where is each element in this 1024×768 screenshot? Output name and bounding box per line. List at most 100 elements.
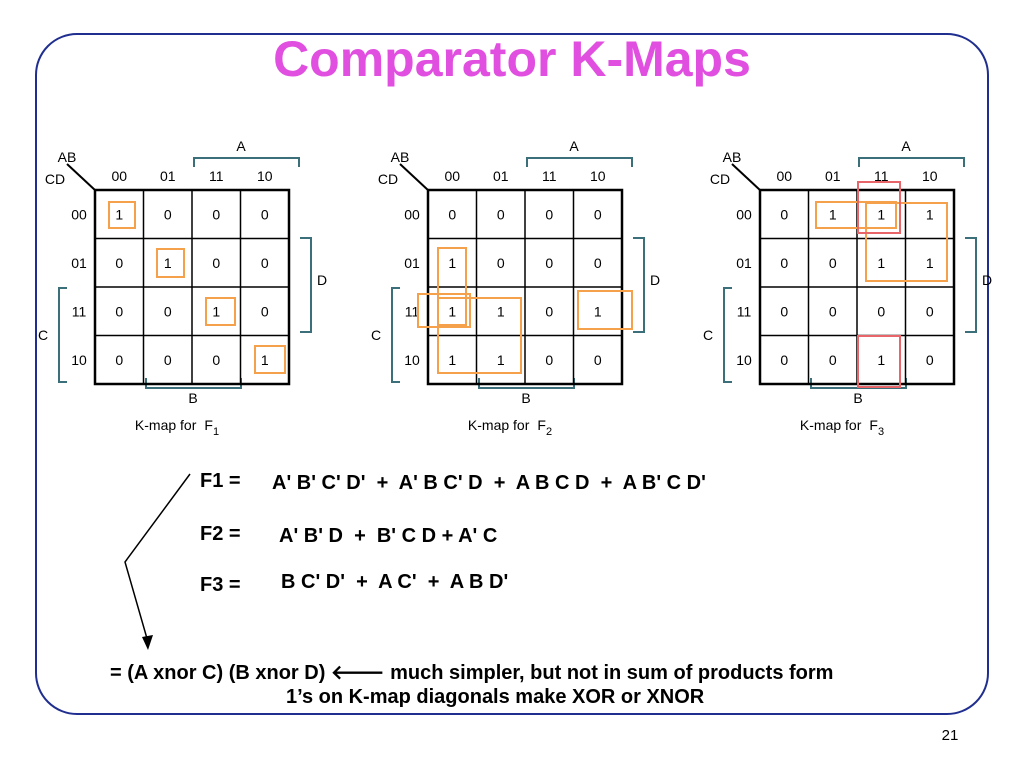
kmap-cell: 0 bbox=[545, 206, 553, 222]
kmap-cell: 1 bbox=[212, 303, 220, 319]
kmap-cell: 1 bbox=[877, 255, 885, 271]
kmap-row-header: 00 bbox=[71, 206, 87, 222]
kmap-column-header: 01 bbox=[825, 168, 841, 184]
slide-frame bbox=[35, 33, 989, 715]
kmap-row-header: 00 bbox=[736, 206, 752, 222]
equation-pointer-arrow bbox=[124, 473, 191, 650]
kmap-bracket-d-label: D bbox=[317, 272, 327, 288]
kmap-cell: 0 bbox=[261, 255, 269, 271]
kmap-cell: 0 bbox=[115, 255, 123, 271]
kmap-column-header: 00 bbox=[111, 168, 127, 184]
kmap-row-var-label: AB bbox=[58, 149, 77, 165]
kmap-cell: 1 bbox=[877, 206, 885, 222]
kmap-bracket-b-label: B bbox=[853, 390, 862, 406]
kmap-group-outline bbox=[108, 201, 136, 229]
diagonal-note: 1’s on K-map diagonals make XOR or XNOR bbox=[286, 686, 705, 708]
kmap-caption: K-map for F1 bbox=[135, 417, 219, 438]
kmap-caption-text: K-map for bbox=[135, 417, 197, 433]
kmap-cell: 1 bbox=[115, 206, 123, 222]
pointer-arrowhead bbox=[142, 635, 153, 650]
f1-label: F1 = bbox=[200, 470, 241, 492]
kmap-cell: 0 bbox=[594, 352, 602, 368]
kmap-bracket-c-label: C bbox=[371, 327, 381, 343]
kmap-cell: 1 bbox=[448, 352, 456, 368]
kmap-bracket-a-label: A bbox=[236, 138, 246, 154]
kmap-cell: 0 bbox=[545, 255, 553, 271]
kmap-cell: 1 bbox=[261, 352, 269, 368]
kmap-bracket-d bbox=[300, 237, 312, 333]
kmap-cell: 1 bbox=[448, 255, 456, 271]
kmap-col-var-label: CD bbox=[710, 171, 730, 187]
f3-expression: B C' D' + A C' + A B D' bbox=[281, 571, 509, 593]
kmap-group-outline bbox=[437, 247, 467, 326]
kmap-cell: 0 bbox=[594, 206, 602, 222]
kmap-corner-diagonal bbox=[399, 163, 430, 192]
kmap-group-outline bbox=[205, 297, 236, 326]
kmap-cell: 1 bbox=[448, 303, 456, 319]
kmap-cell: 0 bbox=[164, 206, 172, 222]
kmap-col-var-label: CD bbox=[378, 171, 398, 187]
kmap-cell: 1 bbox=[926, 255, 934, 271]
kmap-column-header: 10 bbox=[590, 168, 606, 184]
kmap-cell: 1 bbox=[497, 352, 505, 368]
kmap-caption-subscript: 1 bbox=[213, 426, 219, 438]
kmap-cell: 0 bbox=[926, 303, 934, 319]
kmap-cell: 1 bbox=[926, 206, 934, 222]
kmap-group-outline bbox=[417, 293, 471, 328]
kmap-cell: 0 bbox=[212, 255, 220, 271]
kmap-group-outline bbox=[437, 297, 522, 374]
kmap-row-header: 10 bbox=[404, 352, 420, 368]
kmap-bracket-c bbox=[391, 287, 400, 383]
kmap-column-header: 01 bbox=[493, 168, 509, 184]
kmap-cell: 0 bbox=[780, 255, 788, 271]
kmap-row-header: 01 bbox=[71, 255, 87, 271]
kmap-caption-function: F bbox=[204, 417, 213, 433]
kmap-group-outline bbox=[865, 202, 948, 282]
kmap-cell: 0 bbox=[877, 303, 885, 319]
kmap-column-header: 11 bbox=[209, 168, 224, 184]
page-number: 21 bbox=[941, 727, 959, 744]
kmap-column-header: 00 bbox=[444, 168, 460, 184]
kmap-cell: 0 bbox=[594, 255, 602, 271]
kmap-caption-text: K-map for bbox=[800, 417, 862, 433]
kmap-caption-subscript: 3 bbox=[878, 426, 884, 438]
simplification-note: = (A xnor C) (B xnor D) 🡐 much simpler, … bbox=[110, 662, 834, 684]
kmap-column-header: 11 bbox=[542, 168, 557, 184]
kmap-bracket-c-label: C bbox=[38, 327, 48, 343]
kmap-cell: 0 bbox=[115, 352, 123, 368]
kmap-row-var-label: AB bbox=[391, 149, 410, 165]
kmap-row-header: 11 bbox=[737, 303, 752, 319]
kmap-group-outline bbox=[815, 201, 897, 229]
kmap-group-outline bbox=[857, 181, 901, 234]
kmap-bracket-d-label: D bbox=[982, 272, 992, 288]
kmap-bracket-a-label: A bbox=[901, 138, 911, 154]
kmap-bracket-c bbox=[723, 287, 732, 383]
kmap-row-header: 01 bbox=[736, 255, 752, 271]
kmap-bracket-b-label: B bbox=[521, 390, 530, 406]
kmap-cell: 0 bbox=[115, 303, 123, 319]
f2-label: F2 = bbox=[200, 523, 241, 545]
kmap-bracket-a bbox=[193, 157, 300, 167]
kmap-cell: 0 bbox=[829, 303, 837, 319]
kmap-row-header: 10 bbox=[71, 352, 87, 368]
kmap-cell: 1 bbox=[164, 255, 172, 271]
kmap-column-header: 11 bbox=[874, 168, 889, 184]
kmap-row-header: 01 bbox=[404, 255, 420, 271]
kmap-caption-subscript: 2 bbox=[546, 426, 552, 438]
kmap-cell: 0 bbox=[780, 206, 788, 222]
kmap-cell: 0 bbox=[829, 255, 837, 271]
kmap-row-header: 11 bbox=[405, 303, 420, 319]
f3-label: F3 = bbox=[200, 574, 241, 596]
kmap-group-outline bbox=[857, 335, 901, 388]
kmap-cell: 0 bbox=[926, 352, 934, 368]
kmap-row-header: 11 bbox=[72, 303, 87, 319]
kmap-bracket-b-label: B bbox=[188, 390, 197, 406]
kmap-cell: 0 bbox=[829, 352, 837, 368]
kmap-cell: 0 bbox=[545, 303, 553, 319]
kmap-bracket-c-label: C bbox=[703, 327, 713, 343]
